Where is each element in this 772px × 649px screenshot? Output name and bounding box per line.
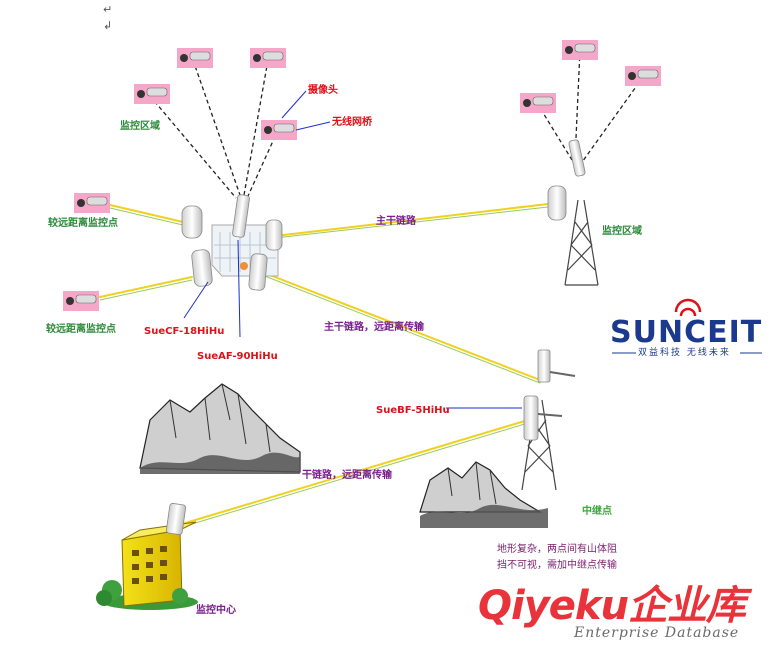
status-light [240,262,248,270]
label-relay-point: 中继点 [582,506,612,517]
monitor-center-building [96,503,198,610]
paragraph-mark: ↵ [103,3,113,16]
camera-icon [74,193,110,213]
label-trunk-link-center: 干链路，远距离传输 [302,470,392,481]
label-monitor-area-left: 监控区域 [120,121,160,132]
label-model-cf: SueCF-18HiHu [144,326,225,337]
trunk-link-relay [261,271,541,384]
brand-signal-icon [674,298,702,317]
camera-icon [562,40,598,60]
camera-icon [261,120,297,140]
pointer-lines [183,90,522,409]
antenna-panels-right [547,139,586,221]
camera-icon [250,48,286,68]
mountain-right [419,461,548,528]
watermark-sub: Enterprise Database [574,625,740,641]
camera-icon [625,66,661,86]
brand-logo: SUNCEIT 双益科技 无线未来 [610,315,763,362]
label-monitor-center: 监控中心 [196,605,236,616]
label-camera: 摄像头 [308,85,338,96]
label-model-af: SueAF-90HiHu [197,351,278,362]
camera-icon [520,93,556,113]
line-break-mark: ↲ [103,19,113,32]
label-far-point-upper: 较远距离监控点 [48,218,118,229]
brand-tagline: 双益科技 无线未来 [638,348,731,358]
far-link-upper [109,204,184,226]
watermark-main: Qiyeku企业库 [478,583,746,629]
camera-links-left [149,59,279,199]
label-trunk-link-main: 主干链路 [376,216,416,227]
label-model-bf: SueBF-5HiHu [376,405,450,416]
label-wireless-bridge: 无线网桥 [332,117,372,128]
camera-icon [63,291,99,311]
trunk-link-main [274,203,549,239]
label-trunk-link-relay: 主干链路，远距离传输 [324,322,424,333]
wireless-links [99,203,549,528]
camera-icon [134,84,170,104]
trunk-link-center [181,419,529,528]
far-link-lower [99,276,193,301]
label-monitor-area-right: 监控区域 [602,226,642,237]
tower-right [564,199,599,286]
brand-name: SUNCEIT [610,315,763,350]
terrain-note: 地形复杂，两点间有山体阻挡不可视，需加中继点传输 [497,544,617,571]
antenna-panels-relay [523,349,576,441]
antenna-panels-center [181,194,283,291]
mountain-left [139,383,301,474]
label-far-point-lower: 较远距离监控点 [46,324,116,335]
watermark: Qiyeku企业库 Enterprise Database [478,585,768,645]
cameras [63,40,661,311]
camera-icon [177,48,213,68]
